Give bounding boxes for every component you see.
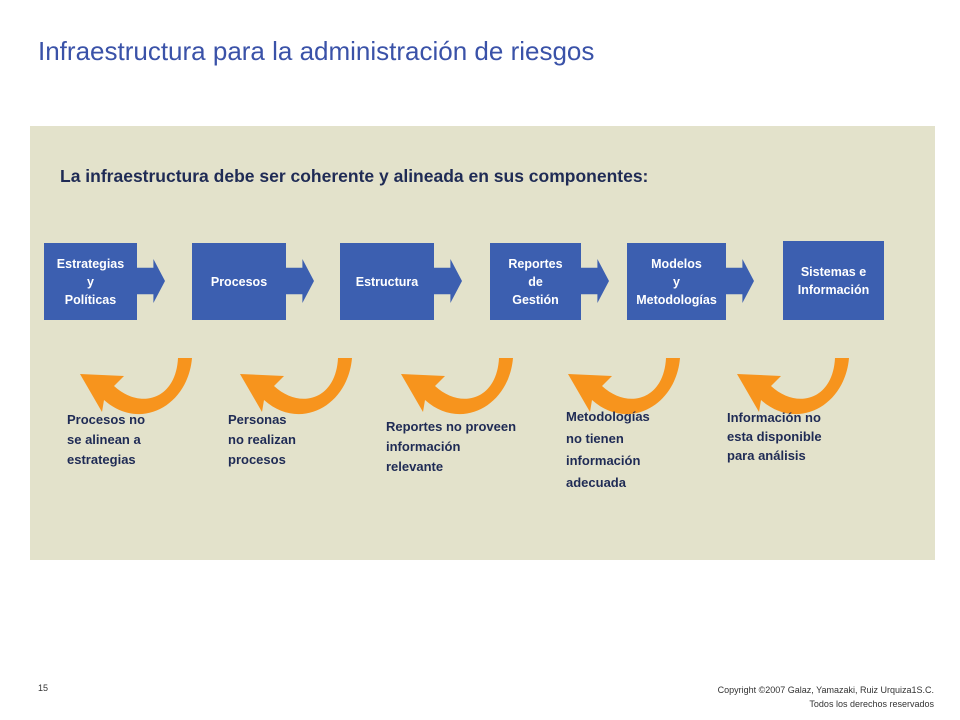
issue-line: información <box>566 453 641 468</box>
component-box-systems: Sistemas e Información <box>783 241 884 320</box>
component-box-structure: Estructura <box>340 243 434 320</box>
component-line: Estructura <box>355 274 419 289</box>
issue-line: no tienen <box>566 431 624 446</box>
curved-loop-arrow-icon <box>568 358 680 415</box>
issue-caption-processes: Procesos no se alinean a estrategias <box>67 410 145 470</box>
copyright-notice: Copyright ©2007 Galaz, Yamazaki, Ruiz Ur… <box>718 683 934 711</box>
issue-line: no realizan <box>228 432 296 447</box>
component-line: de <box>528 274 543 289</box>
issue-caption-people: Personas no realizan procesos <box>228 410 296 470</box>
content-panel <box>30 126 935 560</box>
issue-line: Reportes no proveen <box>386 419 517 434</box>
curved-loop-arrow-icon <box>401 358 513 415</box>
copyright-line: Copyright ©2007 Galaz, Yamazaki, Ruiz Ur… <box>717 685 934 695</box>
issue-line: procesos <box>228 452 286 467</box>
component-box-processes: Procesos <box>192 243 286 320</box>
copyright-line: Todos los derechos reservados <box>809 699 934 709</box>
component-box-reports: Reportes de Gestión <box>490 243 581 320</box>
issue-line: Información no <box>727 410 821 425</box>
component-line: Modelos <box>651 256 702 271</box>
curved-loop-arrow-icon <box>240 358 352 415</box>
component-line: Políticas <box>64 292 117 307</box>
component-line: Reportes <box>508 256 563 271</box>
curved-loop-arrow-icon <box>80 358 192 415</box>
issue-line: Procesos no <box>67 412 146 427</box>
issue-line: esta disponible <box>727 429 822 444</box>
issue-line: Metodologías <box>566 409 650 424</box>
issue-line: se alinean a <box>67 432 141 447</box>
issue-caption-methodologies: Metodologías no tienen información adecu… <box>566 406 650 494</box>
issue-line: para análisis <box>727 448 806 463</box>
component-line: Estrategias <box>56 256 125 271</box>
component-line: Sistemas e <box>800 264 867 279</box>
issue-caption-information: Información no esta disponible para anál… <box>727 408 822 465</box>
issue-caption-reports: Reportes no proveen información relevant… <box>386 417 516 477</box>
component-line: y <box>87 274 94 289</box>
panel-subtitle: La infraestructura debe ser coherente y … <box>60 166 649 186</box>
issue-line: adecuada <box>566 475 626 490</box>
component-line: Gestión <box>512 292 559 307</box>
component-line: Metodologías <box>636 292 717 307</box>
component-line: Información <box>797 282 870 297</box>
page-number: 15 <box>38 683 49 693</box>
issue-line: relevante <box>386 459 444 474</box>
page-title: Infraestructura para la administración d… <box>38 36 595 66</box>
component-line: y <box>673 274 680 289</box>
issue-line: Personas <box>228 412 287 427</box>
component-box-models: Modelos y Metodologías <box>627 243 726 320</box>
component-box-strategies: Estrategias y Políticas <box>44 243 137 320</box>
issue-line: estrategias <box>67 452 136 467</box>
curved-loop-arrow-icon <box>737 358 849 415</box>
component-line: Procesos <box>210 274 268 289</box>
issue-line: información <box>386 439 461 454</box>
